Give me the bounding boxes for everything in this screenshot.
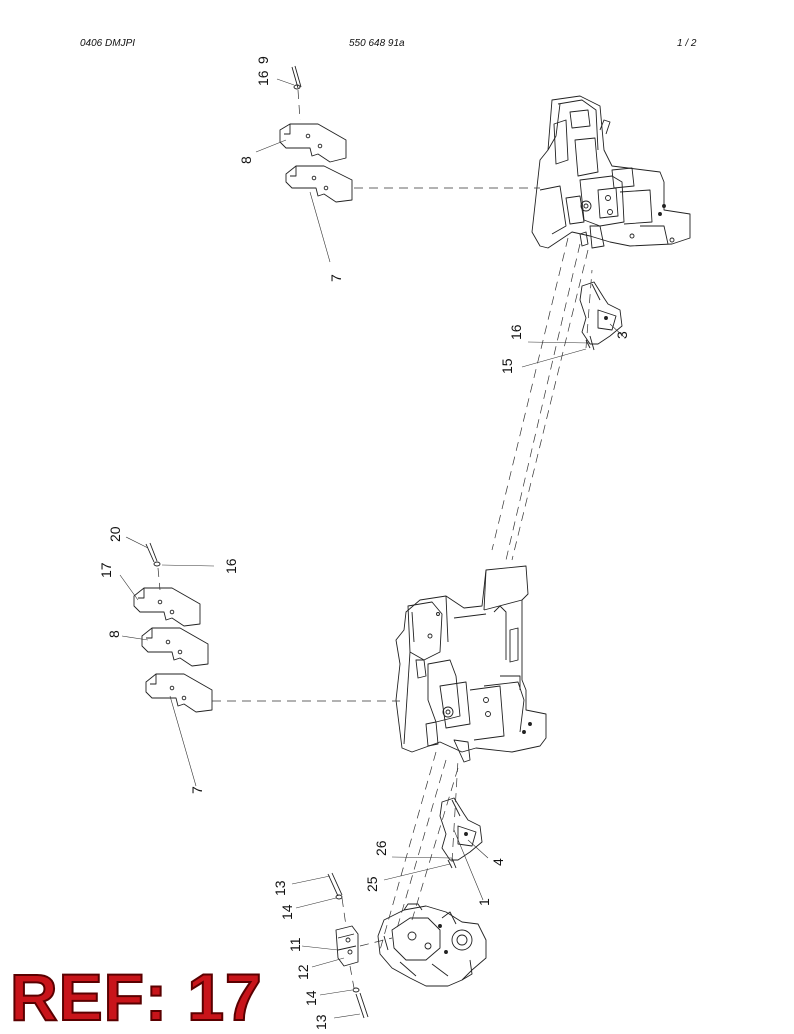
callout-26: 26 <box>373 840 389 856</box>
callout-7: 7 <box>328 274 344 282</box>
doc-code: 0406 DMJPI <box>80 38 136 49</box>
page-number: 1 / 2 <box>677 38 697 49</box>
callout-3: 3 <box>614 331 630 339</box>
part-4-bracket <box>439 797 483 869</box>
callout-13: 13 <box>313 1014 329 1030</box>
part-3-bracket <box>579 281 623 351</box>
callout-17: 17 <box>98 562 114 578</box>
callout-16: 16 <box>508 324 524 340</box>
middle-plates <box>133 542 213 713</box>
callout-7: 7 <box>189 786 205 794</box>
callout-11: 11 <box>287 937 303 952</box>
callout-labels: 9 16 8 7 16 15 3 20 16 17 8 7 26 25 4 1 … <box>98 56 630 1030</box>
callout-25: 25 <box>364 876 380 892</box>
callout-9: 9 <box>255 56 271 64</box>
callout-8: 8 <box>106 630 122 638</box>
middle-assembly-illustration <box>395 565 547 763</box>
upper-plates <box>279 65 353 203</box>
callout-14: 14 <box>279 904 295 920</box>
callout-16: 16 <box>223 558 239 574</box>
upper-assembly-illustration <box>531 95 691 249</box>
callout-8: 8 <box>238 156 254 164</box>
callout-14: 14 <box>303 990 319 1006</box>
callout-16: 16 <box>255 70 271 86</box>
callout-13: 13 <box>272 880 288 896</box>
callout-1: 1 <box>476 898 492 906</box>
callout-15: 15 <box>499 358 515 374</box>
lower-assembly-illustration <box>377 903 487 987</box>
leader-lines <box>119 78 625 1019</box>
callout-4: 4 <box>490 858 506 866</box>
part-number: 550 648 91a <box>349 38 405 49</box>
callout-20: 20 <box>107 526 123 542</box>
connection-lines <box>157 89 593 989</box>
lower-small-parts <box>327 872 369 1019</box>
callout-12: 12 <box>295 964 311 980</box>
ref-stamp: REF: 17 <box>9 960 263 1034</box>
